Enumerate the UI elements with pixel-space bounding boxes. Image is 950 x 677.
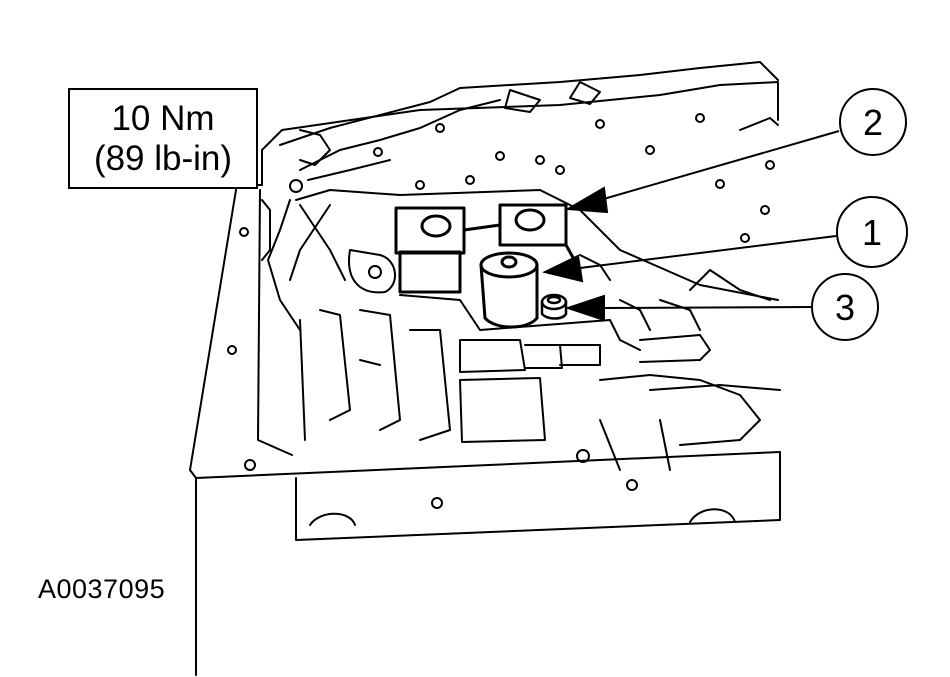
callout-1: 1 (836, 196, 908, 268)
torque-imperial: (89 lb-in) (93, 138, 233, 178)
torque-metric: 10 Nm (111, 98, 215, 138)
arrow-2-head (564, 186, 609, 214)
svg-text:1: 1 (862, 212, 882, 253)
solenoid-bracket (394, 203, 582, 294)
callout-2: 2 (839, 88, 907, 156)
valve-body-lower (244, 254, 781, 526)
callout-leaders (542, 130, 840, 322)
arrow-1-head (542, 254, 584, 283)
arrow-3-head (564, 294, 605, 322)
callout-3: 3 (811, 273, 879, 341)
figure-id: A0037095 (38, 574, 166, 604)
left-bracket (261, 199, 396, 331)
solenoid (479, 251, 539, 329)
torque-spec-box: 10 Nm (89 lb-in) (68, 88, 258, 189)
svg-text:2: 2 (863, 102, 883, 143)
svg-text:3: 3 (835, 287, 855, 328)
bolt (540, 293, 568, 320)
separator-plate (227, 61, 779, 355)
